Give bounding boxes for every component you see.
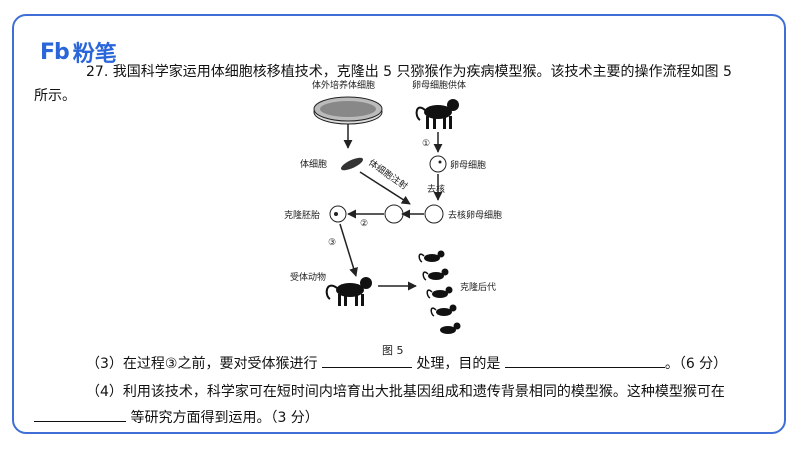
question-text: 27. 我国科学家运用体细胞核移植技术，克隆出 5 只猕猴作为疾病模型猴。该技术… xyxy=(34,60,774,108)
petri-dish-icon xyxy=(313,96,383,125)
label-enucleated-oocyte: 去核卵母细胞 xyxy=(448,209,502,221)
sub-question-3-text-b: 处理，目的是 xyxy=(411,356,505,372)
somatic-cell-icon xyxy=(340,157,364,171)
sub-question-4-line-2: 等研究方面得到运用。（3 分） xyxy=(34,406,319,430)
reconstructed-cell-icon xyxy=(384,204,404,224)
flow-diagram: 体外培养体细胞 体细胞 体细胞注射 卵母细胞供体 ① 卵母细胞 去 xyxy=(284,79,502,334)
answer-blank-research[interactable] xyxy=(34,407,126,422)
label-offspring: 克隆后代 xyxy=(460,281,496,293)
label-somatic: 体细胞 xyxy=(300,158,327,170)
brand-logo: Fb 粉笔 xyxy=(40,36,117,68)
sub-question-3-text-c: 。（6 分） xyxy=(664,356,728,372)
step-2: ② xyxy=(360,219,368,229)
label-oocyte: 卵母细胞 xyxy=(450,159,486,171)
sub-question-3-text-a: （3）在过程③之前，要对受体猴进行 xyxy=(86,356,322,372)
oocyte-icon xyxy=(429,155,447,173)
answer-blank-treatment[interactable] xyxy=(321,353,412,368)
offspring-monkeys-icon xyxy=(418,250,461,334)
label-culture: 体外培养体细胞 xyxy=(312,80,375,91)
recipient-monkey-icon xyxy=(325,277,372,306)
figure-caption: 图 5 xyxy=(382,344,404,357)
enucleated-oocyte-icon xyxy=(424,204,444,224)
logo-name: 粉笔 xyxy=(72,42,117,67)
label-injection: 体细胞注射 xyxy=(366,157,410,193)
step-3: ③ xyxy=(328,238,336,248)
label-embryo: 克隆胚胎 xyxy=(284,209,320,221)
sub-question-4-line-1: （4）利用该技术，科学家可在短时间内培育出大批基因组成和遗传背景相同的模型猴。这… xyxy=(86,384,725,400)
sub-question-3: （3）在过程③之前，要对受体猴进行 处理，目的是 。（6 分） xyxy=(86,352,727,376)
step-1: ① xyxy=(422,139,430,149)
label-enucleate: 去核 xyxy=(427,183,445,195)
question-line-2: 所示。 xyxy=(34,88,76,104)
procedure-figure: 体外培养体细胞 体细胞 体细胞注射 卵母细胞供体 ① 卵母细胞 去 xyxy=(270,79,530,335)
embryo-icon xyxy=(329,205,347,223)
card-frame xyxy=(12,14,786,434)
label-recipient: 受体动物 xyxy=(290,271,326,283)
question-line-1: 27. 我国科学家运用体细胞核移植技术，克隆出 5 只猕猴作为疾病模型猴。该技术… xyxy=(86,64,732,80)
donor-monkey-icon xyxy=(415,99,459,129)
answer-blank-purpose[interactable] xyxy=(504,353,665,368)
label-donor: 卵母细胞供体 xyxy=(412,80,466,91)
logo-mark: Fb xyxy=(40,39,70,65)
sub-question-4-text: 等研究方面得到运用。（3 分） xyxy=(126,410,319,426)
